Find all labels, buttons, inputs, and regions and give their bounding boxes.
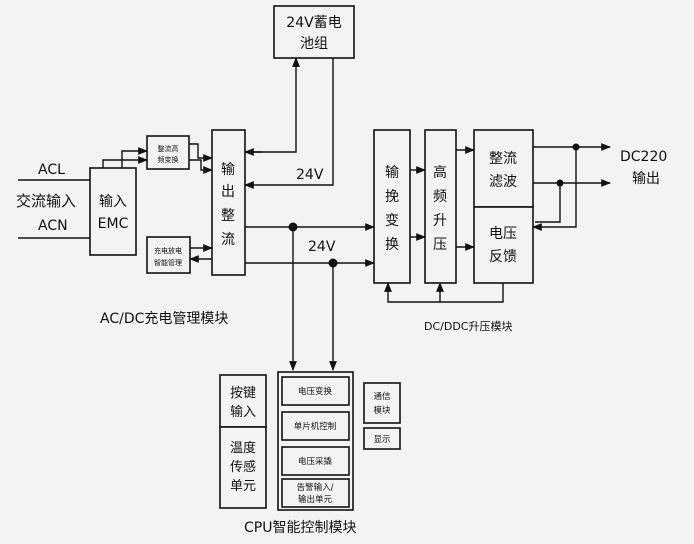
hf-boost-char-1: 高 (433, 164, 447, 181)
alarm-label-2: 输出单元 (298, 494, 333, 505)
output-rect-char-4: 流 (221, 232, 235, 248)
rectifier-hf-label-1: 整流高 (158, 144, 179, 153)
acl-label: ACL (38, 162, 65, 178)
dcddc-module-title: DC/DDC升压模块 (424, 320, 512, 333)
rect-filter-label-2: 滤波 (489, 174, 517, 190)
charge-mgmt-box (146, 236, 191, 274)
vfb-label-1: 电压 (489, 226, 517, 242)
inverter-char-2: 挽 (385, 189, 399, 205)
inverter-char-1: 输 (385, 165, 399, 181)
battery-to-out-arrow (244, 58, 334, 189)
output-rect-char-3: 整 (221, 208, 235, 224)
rectifier-hf-box (146, 135, 190, 170)
battery-box (273, 5, 355, 59)
inverter-char-4: 换 (385, 236, 399, 253)
keys-label-1: 按键 (230, 386, 256, 401)
hf-boost-char-4: 压 (433, 237, 447, 253)
hf-boost-char-3: 升 (433, 213, 447, 229)
input-emc-box (89, 167, 137, 256)
voltage-convert-label: 电压变换 (298, 386, 333, 397)
display-label: 显示 (373, 435, 390, 445)
vfb-label-2: 反馈 (489, 249, 517, 265)
acn-label: ACN (38, 218, 68, 234)
feedback-to-inverter-arrow (384, 282, 504, 303)
dc-out-label-2: 输出 (632, 171, 660, 187)
hf-boost-char-2: 频 (433, 189, 447, 205)
voltage-feedback-box (473, 206, 534, 284)
rect-filter-box (473, 129, 534, 208)
temp-label-1: 温度 (230, 440, 256, 456)
ac-input-label: 交流输入 (16, 192, 76, 210)
feedback-arrow-1 (532, 147, 577, 231)
voltage-convert-box (281, 376, 350, 406)
voltage-sample-label: 电压采撬 (298, 456, 333, 467)
rect-to-out-arrow-1 (189, 143, 213, 162)
acdc-module-title: AC/DC充电管理模块 (100, 311, 228, 327)
charge-mgmt-label-1: 充电放电 (154, 246, 182, 255)
output-rectifier-box (211, 129, 246, 276)
out-to-battery-arrow (245, 57, 300, 153)
v24-mid-label: 24V (308, 239, 336, 255)
emc-to-rect-arrow-1 (102, 156, 148, 168)
voltage-sample-box (281, 446, 350, 476)
display-box (363, 427, 401, 450)
push-pull-box (373, 129, 411, 284)
feedback-wire-2 (535, 183, 561, 223)
output-rect-char-2: 出 (221, 184, 235, 200)
comm-box (363, 382, 401, 424)
emc-to-rect-arrow-2 (121, 147, 148, 168)
temp-label-3: 单元 (230, 479, 256, 494)
battery-label-2: 池组 (300, 36, 328, 52)
emc-label-1: 输入 (99, 194, 127, 210)
charge-mgmt-label-2: 智能管理 (154, 258, 182, 267)
rect-to-out-arrow-2 (189, 159, 213, 174)
alarm-label-1: 告警输入/ (297, 482, 334, 493)
mcu-label: 单片机控制 (294, 421, 337, 432)
v24-top-label: 24V (296, 167, 324, 183)
comm-label-2: 模块 (373, 405, 391, 416)
rectifier-hf-label-2: 频变换 (158, 155, 179, 164)
mcu-box (281, 411, 350, 441)
rect-filter-label-1: 整流 (489, 151, 517, 167)
alarm-io-box (281, 478, 350, 508)
hf-boost-box (424, 129, 457, 284)
temp-sensor-box (219, 426, 267, 509)
dc-out-label-1: DC220 (620, 149, 667, 165)
cpu-module-title: CPU智能控制模块 (244, 520, 356, 536)
inverter-char-3: 变 (385, 213, 399, 229)
keys-label-2: 输入 (230, 404, 256, 420)
output-rect-char-1: 输 (221, 162, 235, 178)
battery-label-1: 24V蓄电 (286, 15, 341, 31)
emc-label-2: EMC (98, 216, 129, 232)
temp-label-2: 传感 (230, 459, 256, 475)
comm-label-1: 通信 (373, 391, 391, 402)
